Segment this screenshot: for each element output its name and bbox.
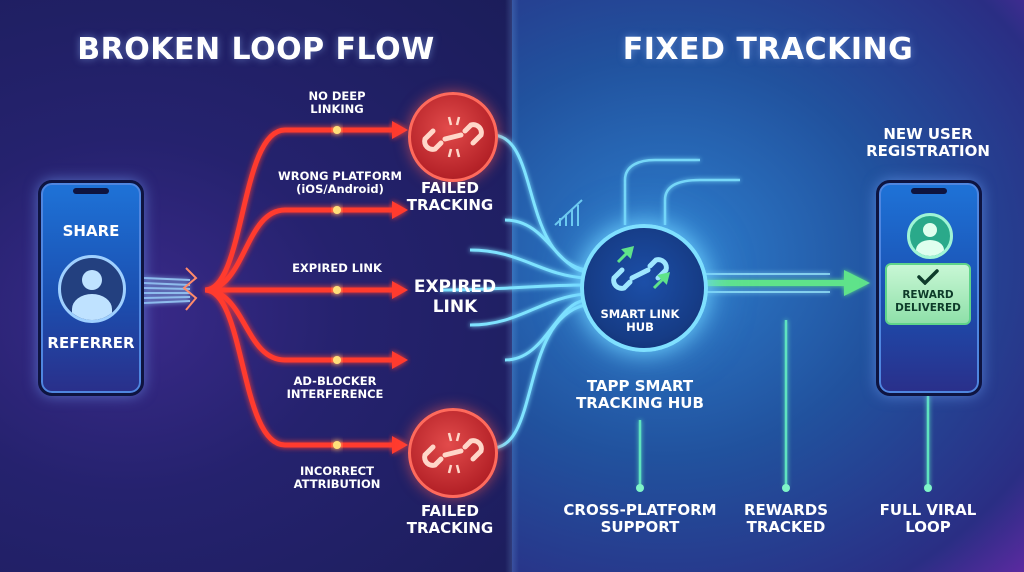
incoming-beam xyxy=(143,277,191,304)
reward-card: REWARD DELIVERED xyxy=(885,263,971,325)
spark-bursts xyxy=(333,126,341,449)
success-arrow xyxy=(700,270,870,296)
feature-drop-lines xyxy=(638,320,930,488)
hub-inner-label: SMART LINK HUB xyxy=(600,307,680,335)
hub-up-lines xyxy=(623,158,740,225)
failed-tracking-label-top: FAILED TRACKING xyxy=(406,179,494,215)
reward-delivered-label: REWARD DELIVERED xyxy=(895,289,961,314)
broken-arrowheads xyxy=(392,121,408,454)
new-user-title: NEW USER REGISTRATION xyxy=(866,125,990,161)
feature-drop-dots xyxy=(636,484,932,492)
referrer-label: REFERRER xyxy=(47,334,135,352)
break-zigzag xyxy=(182,267,198,311)
link-arrows-icon xyxy=(611,245,671,291)
user-icon xyxy=(58,255,126,323)
broken-branches xyxy=(204,127,395,448)
broken-link-icon xyxy=(408,92,498,182)
failed-tracking-label-bottom: FAILED TRACKING xyxy=(406,502,494,538)
checkmark-icon xyxy=(917,269,939,286)
hub-caption: TAPP SMART TRACKING HUB xyxy=(576,377,704,413)
expired-link-label: EXPIRED LINK xyxy=(413,277,497,317)
cause-ad-blocker: AD-BLOCKER INTERFERENCE xyxy=(286,374,384,402)
recovery-lines xyxy=(439,133,586,450)
cause-no-deep-linking: NO DEEP LINKING xyxy=(308,89,366,117)
cause-incorrect-attribution: INCORRECT ATTRIBUTION xyxy=(293,464,381,492)
share-label: SHARE xyxy=(62,222,120,240)
cause-wrong-platform: WRONG PLATFORM (iOS/Android) xyxy=(278,169,402,197)
feature-rewards-tracked: REWARDS TRACKED xyxy=(743,501,829,537)
user-icon xyxy=(907,213,953,259)
feature-cross-platform: CROSS-PLATFORM SUPPORT xyxy=(563,501,717,537)
feature-full-viral-loop: FULL VIRAL LOOP xyxy=(879,501,977,537)
fixed-tracking-title: FIXED TRACKING xyxy=(622,32,914,67)
phone-notch xyxy=(73,188,109,194)
new-user-phone: REWARD DELIVERED xyxy=(876,180,982,396)
broken-loop-title: BROKEN LOOP FLOW xyxy=(77,32,435,67)
broken-link-icon xyxy=(408,408,498,498)
cause-expired-link: EXPIRED LINK xyxy=(292,261,382,275)
mini-chart xyxy=(554,199,583,226)
phone-notch xyxy=(911,188,947,194)
smart-link-hub: SMART LINK HUB xyxy=(580,224,708,352)
referrer-phone: SHARE REFERRER xyxy=(38,180,144,396)
